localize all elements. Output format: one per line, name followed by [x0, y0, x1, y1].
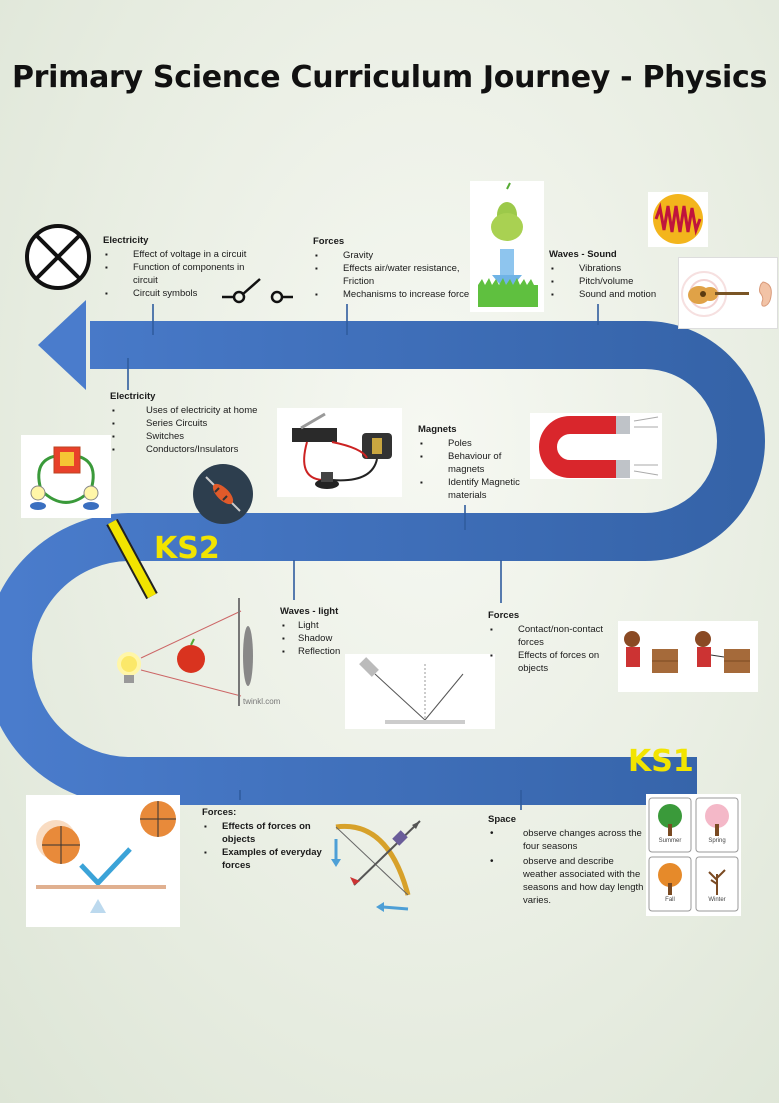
topic-item: Light — [280, 619, 370, 632]
topic-item: Pitch/volume — [549, 275, 679, 288]
topic-item: Effect of voltage in a circuit — [103, 248, 263, 261]
topic-item: Effects air/water resistance, Friction — [313, 262, 473, 288]
topic-heading: Electricity — [103, 235, 149, 246]
topic-heading: Forces: — [202, 807, 237, 818]
topic-heading: Magnets — [418, 424, 457, 435]
topic-item: Poles — [418, 437, 528, 450]
topic-forces-ks1: Forces: Effects of forces on objects Exa… — [202, 806, 332, 872]
topic-item: Effects of forces on objects — [202, 820, 332, 846]
road-arrowhead — [38, 300, 86, 390]
topic-heading: Space — [488, 814, 516, 825]
credit-text: twinkl.com — [243, 697, 281, 706]
topic-heading: Waves - light — [280, 606, 339, 617]
topic-heading: Waves - Sound — [549, 249, 617, 260]
horseshoe-magnet-icon — [530, 413, 662, 479]
lamp-symbol-icon — [25, 224, 91, 290]
topic-item: Sound and motion — [549, 288, 679, 301]
topic-item: Function of components in circuit — [103, 261, 263, 287]
topic-item: Identify Magnetic materials — [418, 476, 528, 502]
bouncing-basketball-icon — [26, 795, 180, 927]
season-label: Winter — [708, 897, 726, 903]
bow-arrow-icon — [331, 820, 421, 912]
topic-item: Switches — [110, 430, 280, 443]
topic-item: Effects of forces on objects — [488, 649, 618, 675]
topic-item: Behaviour of magnets — [418, 450, 528, 476]
topic-forces-middle: Forces Contact/non-contact forces Effect… — [488, 609, 618, 675]
season-label: Summer — [658, 838, 682, 844]
topic-item: Examples of everyday forces — [202, 846, 332, 872]
connector-lines — [127, 304, 599, 810]
falling-pear-icon — [470, 181, 544, 312]
resistor-icon — [193, 464, 253, 524]
page-title: Primary Science Curriculum Journey - Phy… — [11, 60, 768, 95]
topic-waves-sound: Waves - Sound Vibrations Pitch/volume So… — [549, 248, 679, 301]
topic-heading: Electricity — [110, 391, 156, 402]
mirror-reflection-icon — [345, 654, 495, 729]
topic-item: Series Circuits — [110, 417, 280, 430]
topic-electricity-lower: Electricity Uses of electricity at home … — [110, 390, 280, 456]
topic-space: Space observe changes across the four se… — [488, 813, 648, 907]
topic-item: Conductors/Insulators — [110, 443, 280, 456]
guitar-ear-icon — [678, 257, 778, 329]
topic-item: Vibrations — [549, 262, 679, 275]
ks1-label: KS1 — [628, 744, 694, 779]
topic-item: observe changes across the four seasons — [488, 827, 648, 853]
topic-item: Shadow — [280, 632, 370, 645]
topic-item: Mechanisms to increase force — [313, 288, 473, 301]
topic-forces-upper: Forces Gravity Effects air/water resista… — [313, 235, 473, 301]
topic-item: observe and describe weather associated … — [488, 855, 648, 907]
topic-item: Contact/non-contact forces — [488, 623, 618, 649]
topic-waves-light: Waves - light Light Shadow Reflection — [280, 605, 370, 658]
ks2-label: KS2 — [154, 531, 220, 566]
light-bulb-apple-icon — [111, 596, 291, 709]
topic-item: Reflection — [280, 645, 370, 658]
switch-symbol-icon — [222, 278, 293, 304]
seasonal-trees-icon: Summer Spring Fall Winter — [646, 794, 741, 916]
season-label: Fall — [665, 897, 675, 903]
circuit-battery-icon — [21, 435, 111, 518]
push-pull-boxes-icon — [618, 621, 758, 692]
topic-magnets: Magnets Poles Behaviour of magnets Ident… — [418, 423, 528, 502]
topic-heading: Forces — [313, 236, 345, 247]
topic-item: Uses of electricity at home — [110, 404, 280, 417]
topic-electricity-upper: Electricity Effect of voltage in a circu… — [103, 234, 263, 300]
season-label: Spring — [708, 838, 726, 844]
sound-wave-icon — [648, 192, 708, 247]
topic-item: Circuit symbols — [103, 287, 263, 300]
topic-item: Gravity — [313, 249, 473, 262]
circuit-apparatus-icon — [277, 408, 402, 497]
topic-heading: Forces — [488, 610, 520, 621]
